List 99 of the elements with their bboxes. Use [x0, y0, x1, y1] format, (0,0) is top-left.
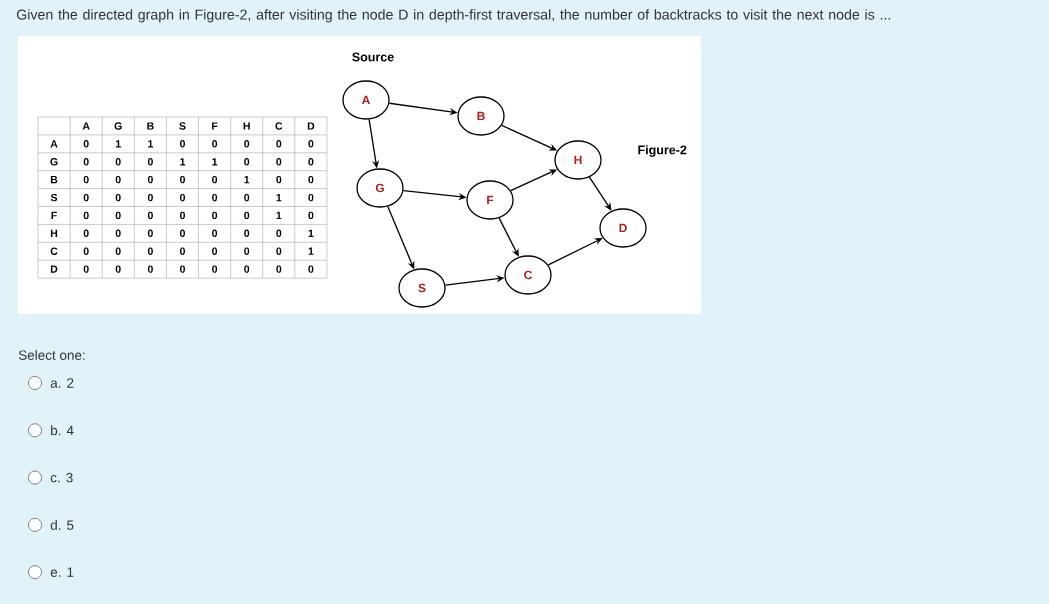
table-header: H	[243, 122, 250, 130]
table-cell: 0	[147, 211, 153, 220]
table-header: C	[275, 122, 283, 130]
table-cell: 0	[115, 229, 121, 237]
table-cell: 0	[276, 265, 282, 273]
graph-node: H	[554, 140, 602, 180]
table-cell: 0	[308, 158, 314, 166]
table-cell: 0	[83, 229, 89, 237]
table-cell: 0	[180, 175, 185, 184]
arrow	[588, 176, 612, 211]
table-cell: 0	[147, 265, 153, 273]
table-cell: 0	[308, 175, 314, 184]
table-cell: 0	[212, 193, 218, 202]
graph-node: A	[342, 80, 390, 120]
table-header: B	[50, 176, 58, 184]
table-cell: 0	[180, 229, 185, 237]
table-cell: 0	[147, 193, 153, 202]
table-cell: 0	[180, 211, 185, 220]
table-cell: 0	[308, 140, 314, 148]
table-header: F	[212, 122, 218, 130]
option-text: d. 5	[50, 519, 74, 530]
table-cell: 1	[308, 247, 314, 255]
table-cell: 0	[276, 229, 282, 237]
table-cell: 0	[244, 193, 250, 202]
table-cell: 1	[244, 176, 250, 184]
table-cell: 1	[180, 158, 186, 166]
graph-node: S	[398, 268, 446, 308]
table-header: D	[307, 122, 315, 130]
table-cell: 0	[308, 211, 314, 220]
table-cell: 0	[83, 175, 89, 184]
graph-node: D	[599, 208, 647, 248]
table-header: S	[50, 193, 58, 202]
table-cell: 0	[83, 140, 89, 148]
table-cell: 0	[308, 265, 314, 273]
graph-node: C	[504, 255, 552, 295]
graph-node: G	[356, 168, 404, 208]
table-cell: 0	[115, 193, 121, 202]
table-cell: 0	[212, 175, 218, 184]
table-cell: 1	[276, 194, 282, 202]
prompt-text: Select one:	[18, 350, 85, 360]
table-header: G	[50, 158, 58, 166]
table-cell: 0	[83, 247, 89, 255]
table-cell: 0	[115, 211, 121, 220]
table-cell: 0	[276, 158, 282, 166]
graph-node: F	[466, 180, 514, 220]
graph-node: B	[457, 96, 505, 136]
table-cell: 0	[212, 211, 218, 220]
table-header: H	[50, 229, 58, 237]
table-cell: 0	[147, 158, 153, 166]
source-label: Source	[352, 52, 394, 62]
table-cell: 1	[212, 158, 218, 166]
table-cell: 0	[244, 229, 250, 237]
table-cell: 0	[212, 140, 218, 148]
table-header: A	[82, 122, 90, 130]
table-cell: 0	[244, 265, 250, 273]
table-cell: 0	[244, 247, 250, 255]
table-header: C	[50, 247, 58, 255]
table-cell: 0	[212, 265, 218, 273]
table-cell: 0	[244, 140, 250, 148]
table-header: D	[50, 265, 58, 273]
question-text: Given the directed graph in Figure-2, after visiting the node D in depth-first traversal, the number of backtracks to visit the next node is ...	[16, 9, 891, 23]
table-cell: 0	[147, 175, 153, 184]
table-header: G	[114, 122, 122, 130]
table-cell: 1	[276, 211, 282, 219]
option-text: c. 3	[50, 472, 73, 483]
table-cell: 0	[83, 265, 89, 273]
table-cell: 0	[276, 175, 282, 184]
table-cell: 1	[115, 140, 121, 148]
table-cell: 0	[180, 265, 185, 273]
table-cell: 0	[83, 193, 89, 202]
table-cell: 0	[83, 211, 89, 220]
table-cell: 0	[115, 265, 121, 273]
option-text: e. 1	[50, 567, 74, 577]
table-cell: 0	[212, 229, 218, 237]
option-text: b. 4	[51, 425, 74, 436]
table-cell: 0	[308, 193, 314, 202]
table-cell: 0	[180, 140, 185, 148]
figure-label: Figure-2	[638, 145, 687, 157]
table-cell: 0	[244, 158, 250, 166]
table-cell: 0	[180, 193, 185, 202]
table-header: B	[147, 122, 154, 130]
table-cell: 0	[147, 247, 153, 255]
table-header: A	[50, 140, 58, 148]
table-cell: 1	[148, 140, 154, 148]
table-cell: 0	[115, 175, 121, 184]
table-cell: 0	[83, 158, 89, 166]
option-text: a. 2	[50, 378, 74, 388]
table-cell: 0	[212, 247, 218, 255]
table-cell: 0	[276, 247, 282, 255]
table-cell: 0	[244, 211, 250, 220]
table-cell: 0	[115, 158, 121, 166]
table-cell: 0	[180, 247, 185, 255]
table-cell: 0	[276, 140, 282, 148]
table-header: S	[179, 122, 186, 130]
table-cell: 1	[308, 229, 314, 237]
table-header: F	[51, 211, 57, 219]
table-cell: 0	[147, 229, 153, 237]
arrow	[498, 217, 519, 257]
table-cell: 0	[115, 247, 121, 255]
